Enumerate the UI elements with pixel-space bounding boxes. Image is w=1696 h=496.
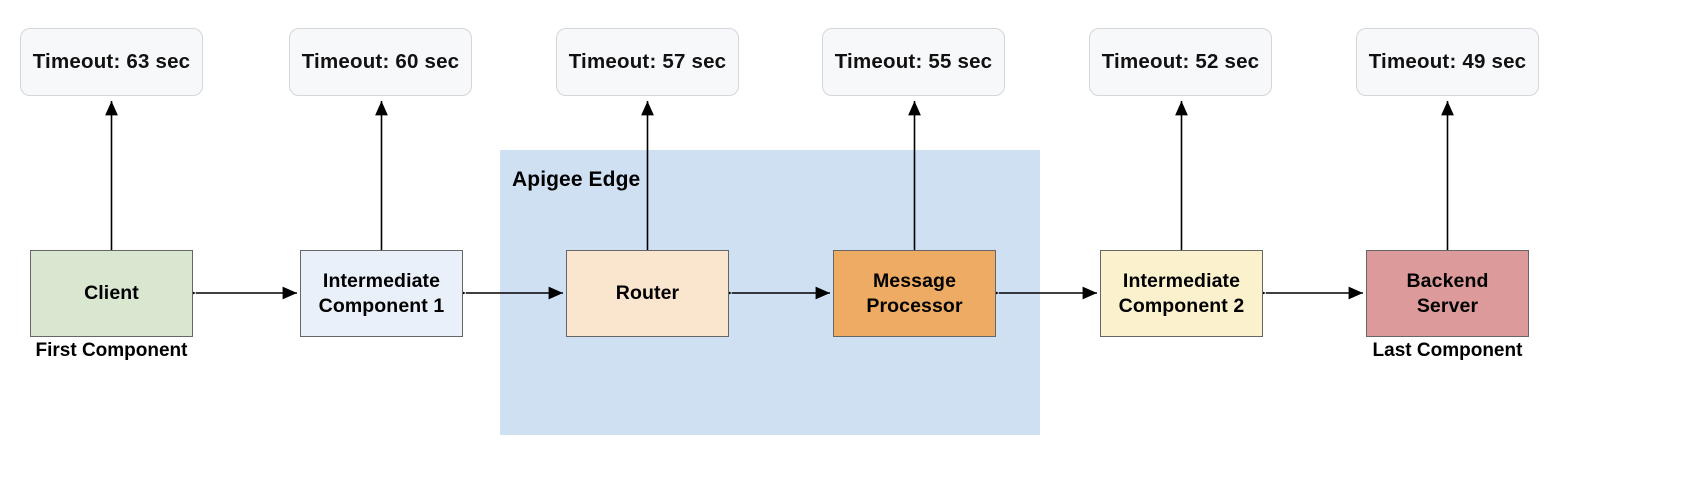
timeout-value-message-processor: Timeout: 55 sec [834,50,993,73]
node-label-line1-message-processor: Message [872,269,957,292]
node-label-router: Router [615,282,680,304]
timeout-badge-client: Timeout: 63 sec [20,28,203,96]
caption-last-component: Last Component [1372,340,1523,361]
timeout-value-backend-server: Timeout: 49 sec [1368,50,1527,73]
node-label-line2-intermediate-component-1: Component 1 [318,294,445,317]
node-label-line1-intermediate-component-2: Intermediate [1122,269,1241,292]
node-client[interactable]: Client [30,250,193,337]
timeout-value-intermediate-component-2: Timeout: 52 sec [1101,50,1260,73]
node-label-client: Client [84,282,139,304]
caption-first-component: First Component [35,340,188,361]
timeout-badge-backend-server: Timeout: 49 sec [1356,28,1539,96]
node-label-line2-backend-server: Server [1416,294,1479,317]
node-router[interactable]: Router [566,250,729,337]
timeout-badge-intermediate-component-2: Timeout: 52 sec [1089,28,1272,96]
timeout-badge-intermediate-component-1: Timeout: 60 sec [289,28,472,96]
timeout-value-intermediate-component-1: Timeout: 60 sec [301,50,460,73]
node-label-line1-backend-server: Backend [1406,269,1489,292]
timeout-badge-router: Timeout: 57 sec [556,28,739,96]
node-label-line2-message-processor: Processor [866,294,963,317]
timeout-value-router: Timeout: 57 sec [568,50,727,73]
node-label-line2-intermediate-component-2: Component 2 [1118,294,1245,317]
timeout-value-client: Timeout: 63 sec [32,50,191,73]
node-label-line1-intermediate-component-1: Intermediate [322,269,441,292]
apigee-edge-label: Apigee Edge [512,168,641,191]
timeout-badge-message-processor: Timeout: 55 sec [822,28,1005,96]
